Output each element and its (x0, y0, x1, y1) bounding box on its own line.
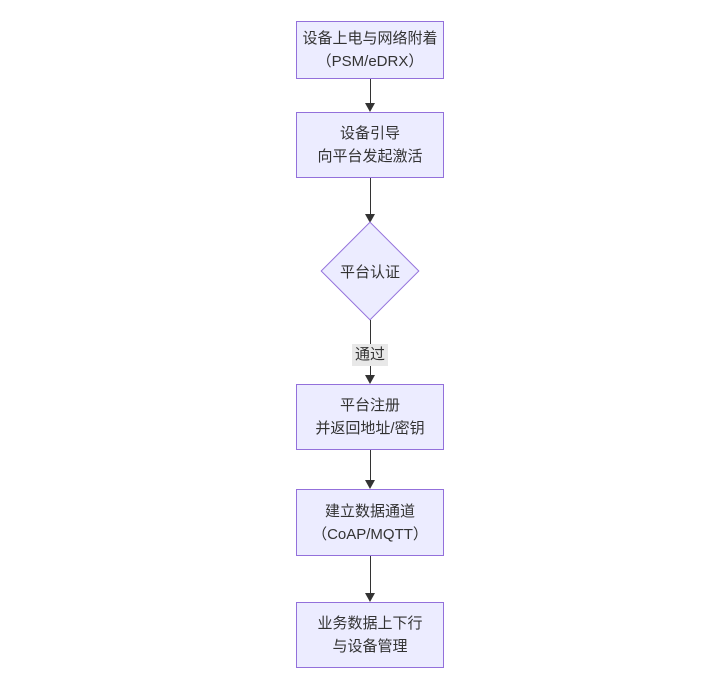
edge-line-d-e (370, 450, 371, 480)
arrowhead-down-icon (365, 593, 375, 602)
edge-line-b-c (370, 178, 371, 214)
node-text-line: 设备引导 (339, 125, 400, 142)
edge-line-e-f (370, 556, 371, 593)
arrowhead-down-icon (365, 214, 375, 223)
node-text-line: （PSM/eDRX） (316, 53, 424, 70)
node-text-line: （CoAP/MQTT） (312, 525, 428, 543)
arrowhead-down-icon (365, 103, 375, 112)
node-text-line: 与设备管理 (332, 638, 408, 655)
node-platform-register: 平台注册 并返回地址/密钥 (296, 384, 444, 450)
node-text-line: 向平台发起激活 (317, 148, 423, 165)
node-text-line: 设备上电与网络附着 (302, 30, 438, 47)
edge-line-a-b (370, 79, 371, 103)
node-text-line: 并返回地址/密钥 (315, 420, 425, 437)
node-establish-data-channel: 建立数据通道 （CoAP/MQTT） (296, 489, 444, 556)
node-business-data-device-management: 业务数据上下行 与设备管理 (296, 602, 444, 668)
arrowhead-down-icon (365, 480, 375, 489)
node-device-bootstrap-activate: 设备引导 向平台发起激活 (296, 112, 444, 178)
node-text-line: 业务数据上下行 (317, 615, 423, 632)
arrowhead-down-icon (365, 375, 375, 384)
node-device-power-network-attach: 设备上电与网络附着 （PSM/eDRX） (296, 21, 444, 79)
node-text-line: 建立数据通道 (324, 502, 415, 520)
node-text-line: 平台注册 (339, 397, 400, 414)
edge-label-pass: 通过 (351, 344, 389, 366)
decision-platform-auth-label: 平台认证 (339, 263, 400, 281)
